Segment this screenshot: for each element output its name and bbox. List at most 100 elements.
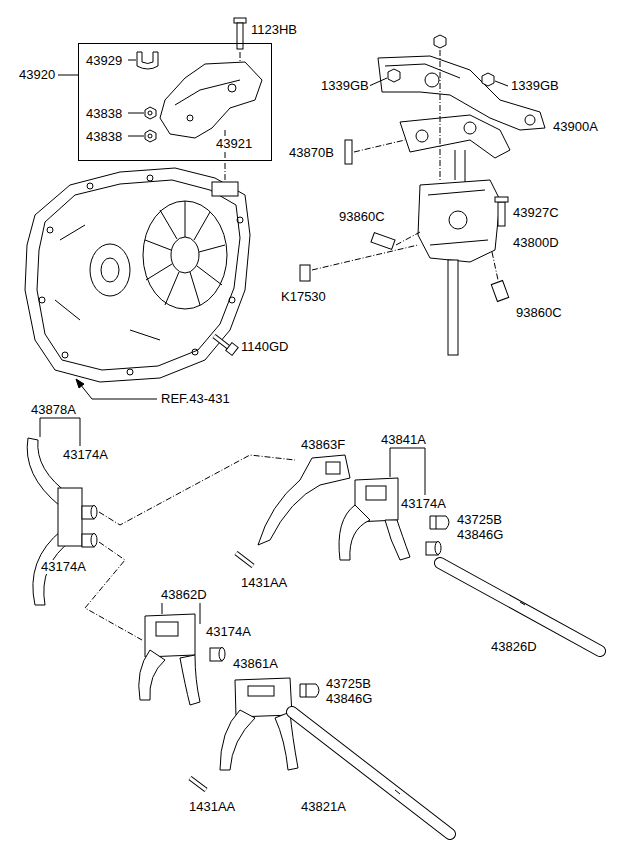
shift-fork — [390, 448, 425, 449]
shift-fork — [248, 686, 274, 696]
shift-lever-assembly — [300, 265, 310, 281]
bolt — [240, 52, 241, 62]
cover-bracket — [145, 107, 156, 119]
shift-fork — [40, 418, 41, 437]
shift-fork — [235, 678, 292, 717]
shift-fork — [91, 534, 97, 547]
shift-fork — [190, 778, 206, 790]
shift-fork — [58, 488, 82, 546]
shift-fork — [436, 516, 437, 529]
callout-number: 43800D — [512, 236, 560, 250]
shift-lever-assembly — [418, 180, 500, 262]
callout-number: 43725B — [456, 513, 503, 527]
callout-number: 43174A — [40, 560, 87, 574]
reference-arrow — [76, 379, 157, 399]
callout-number: 93860C — [338, 210, 386, 224]
transmission-case — [229, 297, 235, 303]
shift-fork — [292, 712, 450, 834]
callout-number: 43878A — [30, 403, 77, 417]
transmission-case — [62, 352, 68, 358]
callout-number: 43929 — [85, 54, 123, 68]
shift-lever-assembly — [492, 252, 498, 280]
cover-bracket — [128, 136, 144, 137]
shift-fork — [430, 516, 449, 529]
shift-fork — [219, 648, 225, 661]
group-box: 43929438384383843921 — [78, 43, 272, 161]
transmission-case — [192, 349, 198, 355]
shift-lever-assembly — [440, 50, 441, 182]
shift-lever-assembly — [428, 190, 488, 245]
bolt — [214, 336, 238, 355]
shift-fork — [220, 678, 450, 834]
transmission-case — [145, 201, 225, 305]
cover-bracket — [187, 115, 193, 121]
shift-fork — [40, 418, 80, 419]
reference-arrow — [76, 379, 84, 388]
callout-number: 43846G — [325, 692, 373, 706]
cover-bracket — [128, 60, 136, 61]
callout-number: 43821A — [300, 800, 347, 814]
shift-lever-assembly — [416, 130, 428, 142]
shift-fork — [326, 462, 340, 474]
shift-fork — [425, 448, 426, 495]
transmission-case — [237, 217, 243, 223]
shift-fork — [80, 418, 81, 446]
shift-lever-assembly — [371, 233, 395, 250]
shift-lever-assembly — [464, 122, 476, 134]
shift-lever-assembly — [449, 211, 467, 229]
callout-number: 1140GD — [240, 340, 289, 354]
cover-bracket — [148, 134, 152, 138]
shift-fork — [162, 603, 163, 614]
transmission-case — [90, 244, 130, 296]
callout-number: 43927C — [512, 206, 560, 220]
shift-fork — [440, 563, 600, 651]
bolt — [234, 18, 246, 23]
callout-number: 1431AA — [188, 800, 236, 814]
shift-fork — [139, 650, 165, 700]
shift-fork — [390, 448, 391, 477]
shift-lever-assembly — [312, 245, 418, 270]
shift-fork — [339, 448, 600, 651]
reference-arrow — [80, 384, 157, 399]
transmission-case — [25, 168, 250, 382]
shift-fork — [435, 542, 441, 555]
callout-number: 43174A — [62, 448, 109, 462]
shift-fork — [236, 553, 253, 566]
shift-fork — [91, 506, 97, 519]
shift-fork — [190, 778, 206, 790]
shift-fork — [300, 684, 319, 697]
transmission-case — [47, 227, 53, 233]
cover-bracket — [175, 80, 240, 105]
shift-fork — [220, 710, 255, 770]
callout-number: 43174A — [400, 497, 447, 511]
shift-lever-assembly — [396, 232, 420, 245]
shift-lever-assembly — [482, 73, 494, 86]
transmission-case — [37, 180, 240, 370]
callout-number: 1339GB — [510, 79, 560, 93]
transmission-case — [87, 183, 93, 189]
shift-lever-assembly — [525, 115, 535, 125]
shift-lever-assembly — [369, 78, 387, 86]
shift-fork — [27, 418, 295, 640]
callout-number: 43921 — [215, 137, 253, 151]
cover-bracket — [228, 84, 236, 92]
callout-number: 43861A — [232, 657, 279, 671]
shift-fork — [145, 614, 195, 657]
shift-fork — [395, 790, 400, 794]
shift-fork — [99, 455, 295, 525]
cover-bracket — [58, 52, 262, 142]
shift-lever-assembly — [495, 197, 508, 202]
transmission-case — [55, 225, 160, 340]
transmission-case — [147, 175, 153, 181]
callout-number: REF.43-431 — [160, 392, 231, 406]
cover-bracket — [160, 62, 262, 138]
shift-fork — [258, 455, 350, 545]
shift-lever-assembly — [300, 35, 545, 355]
shift-lever-assembly — [425, 73, 439, 87]
callout-number: K17530 — [280, 290, 327, 304]
shift-lever-assembly — [465, 150, 466, 182]
callout-number: 1339GB — [320, 79, 370, 93]
callout-number: 1431AA — [240, 576, 288, 590]
callout-number: 43870B — [288, 146, 335, 160]
